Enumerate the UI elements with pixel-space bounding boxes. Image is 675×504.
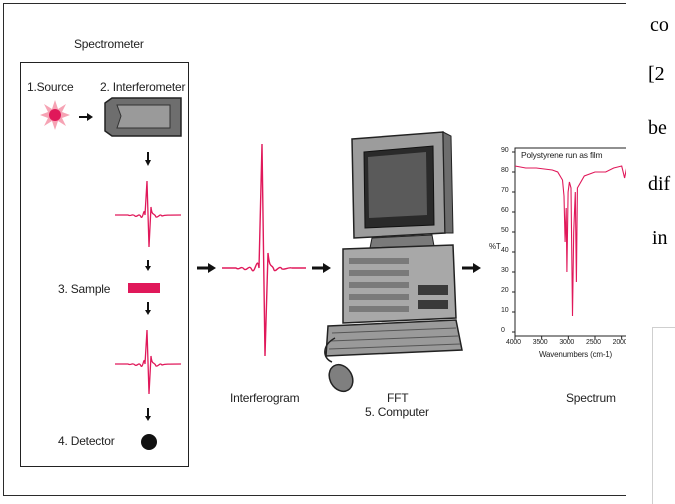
- interferogram-small-2: [115, 329, 182, 395]
- x-tick-label: 3000: [559, 339, 575, 346]
- y-tick-label: 80: [501, 167, 509, 174]
- spectrum-label: Spectrum: [566, 391, 616, 405]
- source-label: 1.Source: [27, 80, 74, 94]
- arrow-to-computer: [312, 263, 331, 273]
- page-text-line-5: in: [652, 227, 668, 249]
- spectrometer-box: [20, 62, 189, 467]
- x-axis-label: Wavenumbers (cm-1): [539, 350, 613, 359]
- arrow-down-1: [145, 152, 151, 166]
- y-tick-label: 30: [501, 267, 509, 274]
- y-tick-label: 70: [501, 187, 509, 194]
- computer-icon: [324, 131, 463, 393]
- interferometer-icon: [104, 97, 182, 137]
- arrow-down-2: [145, 260, 151, 271]
- arrow-to-spectrum: [462, 263, 481, 273]
- fft-label: FFT: [387, 391, 409, 405]
- arrow-to-interferogram: [197, 263, 216, 273]
- sample-icon: [128, 283, 160, 293]
- y-tick-label: 50: [501, 227, 509, 234]
- sample-label: 3. Sample: [58, 282, 111, 296]
- page-text-line-2: [2: [648, 63, 665, 85]
- y-tick-label: 20: [501, 287, 509, 294]
- page-text-line-3: be: [648, 117, 667, 139]
- detector-icon: [141, 434, 157, 450]
- y-tick-label: 0: [501, 327, 505, 334]
- y-tick-label: 40: [501, 247, 509, 254]
- y-tick-label: 60: [501, 207, 509, 214]
- arrow-down-3: [145, 302, 151, 315]
- x-tick-label: 2500: [586, 339, 601, 346]
- computer-label: 5. Computer: [365, 405, 429, 419]
- source-icon: [40, 100, 70, 130]
- detector-label: 4. Detector: [58, 434, 115, 448]
- y-axis-label: %T: [489, 242, 501, 251]
- x-tick-label: 2000: [612, 339, 628, 346]
- spectrometer-title: Spectrometer: [74, 37, 144, 51]
- chart-title: Polystyrene run as film: [521, 150, 603, 160]
- side-panel-frame: [652, 327, 675, 504]
- interferogram-large: [222, 143, 306, 357]
- arrow-down-4: [145, 408, 151, 421]
- interferometer-label: 2. Interferometer: [100, 80, 186, 94]
- interferogram-label: Interferogram: [230, 391, 300, 405]
- page-text-line-1: co: [650, 14, 669, 36]
- y-tick-label: 90: [501, 147, 509, 154]
- x-tick-label: 3500: [532, 339, 548, 346]
- page-text-line-4: dif: [648, 173, 671, 195]
- y-tick-label: 10: [501, 307, 509, 314]
- x-tick-label: 4000: [506, 339, 521, 346]
- interferogram-small-1: [115, 180, 182, 248]
- arrow-source-to-interferometer: [79, 113, 93, 121]
